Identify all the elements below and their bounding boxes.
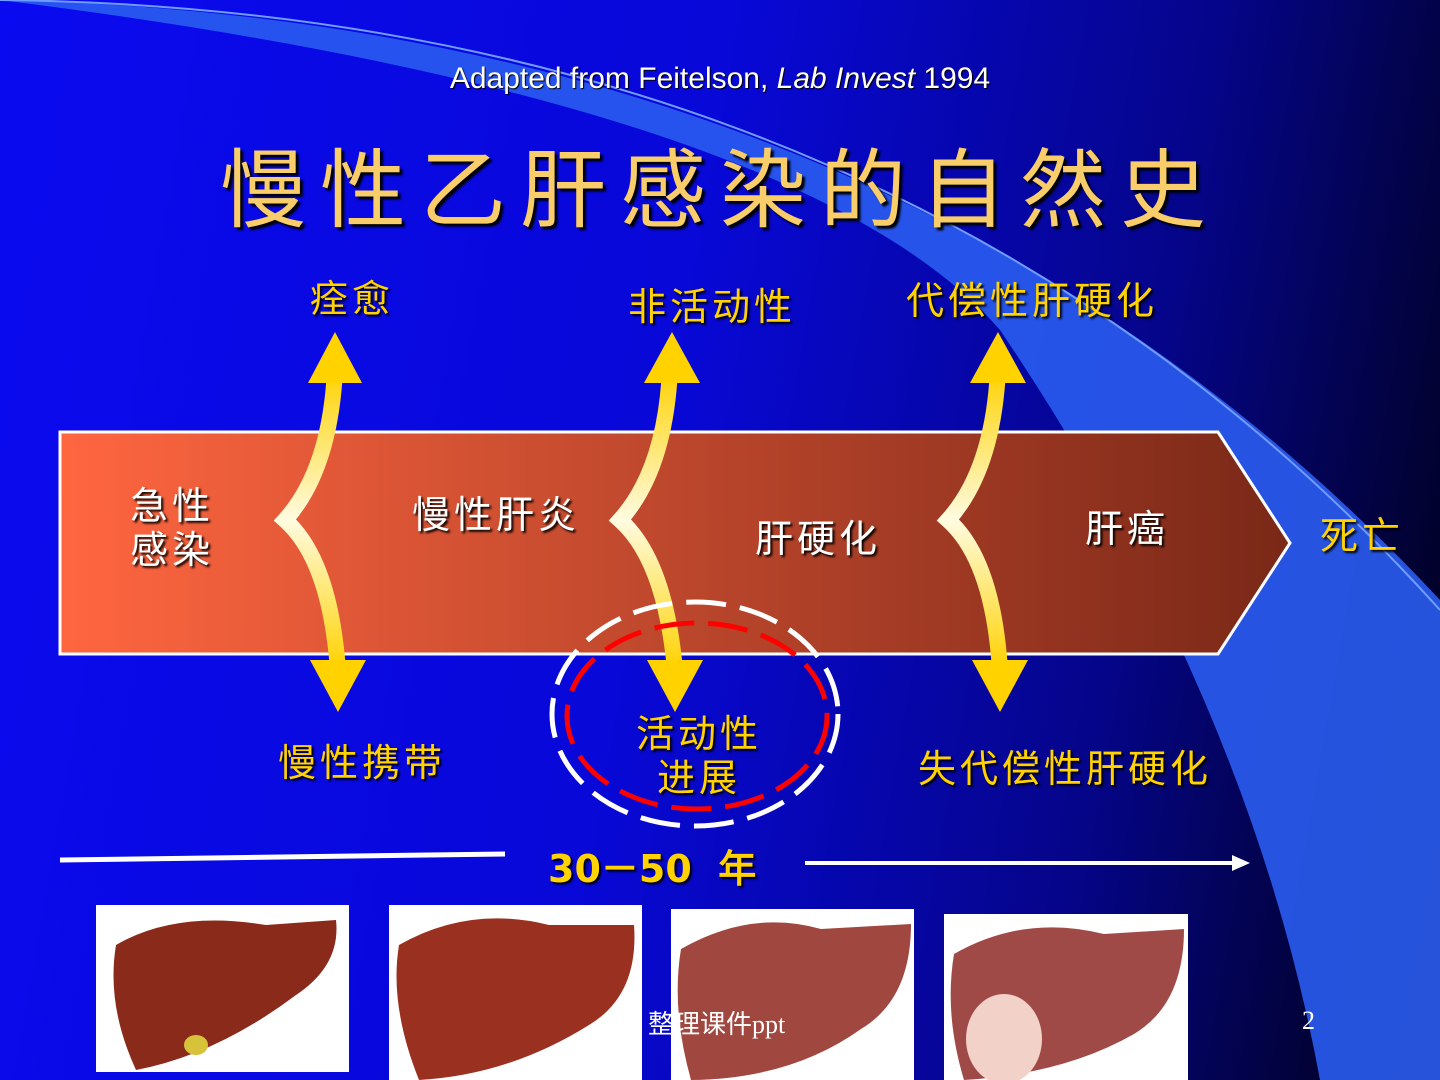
highlight-ellipse-outer bbox=[549, 599, 841, 829]
stage-liver-cancer: 肝癌 bbox=[1085, 507, 1170, 551]
page-number: 2 bbox=[1302, 1006, 1315, 1035]
liver-image-hepatitis bbox=[389, 905, 642, 1080]
liver-image-cirrhosis bbox=[671, 909, 914, 1080]
stage-acute-infection: 急性 感染 bbox=[130, 484, 215, 572]
outcome-chronic-carrier: 慢性携带 bbox=[278, 741, 447, 785]
stage-chronic-hepatitis: 慢性肝炎 bbox=[412, 493, 581, 537]
liver-image-cancer bbox=[944, 914, 1188, 1080]
slide-title: 慢性乙肝感染的自然史 bbox=[220, 141, 1220, 241]
outcome-recovery: 痊愈 bbox=[310, 277, 395, 321]
credit-journal: Lab Invest bbox=[776, 62, 916, 95]
timeline-label: 30－50 年 bbox=[548, 847, 757, 891]
footer-text: 整理课件ppt bbox=[648, 1010, 786, 1039]
outcome-decompensated-cirrhosis: 失代偿性肝硬化 bbox=[918, 747, 1213, 791]
outcome-active-progression: 活动性 进展 bbox=[636, 712, 763, 800]
outcome-compensated-cirrhosis: 代偿性肝硬化 bbox=[906, 279, 1159, 323]
source-credit: Adapted from Feitelson, Lab Invest 1994 bbox=[0, 62, 1440, 96]
outcome-death: 死亡 bbox=[1320, 514, 1405, 558]
branch-arrows bbox=[273, 369, 1008, 671]
highlight-ellipse-inner bbox=[564, 620, 830, 812]
liver-image-normal bbox=[96, 905, 349, 1072]
credit-year: 1994 bbox=[915, 62, 991, 95]
outcome-inactive: 非活动性 bbox=[628, 285, 797, 329]
stage-cirrhosis: 肝硬化 bbox=[755, 517, 882, 561]
credit-author: Adapted from Feitelson, bbox=[449, 62, 777, 95]
